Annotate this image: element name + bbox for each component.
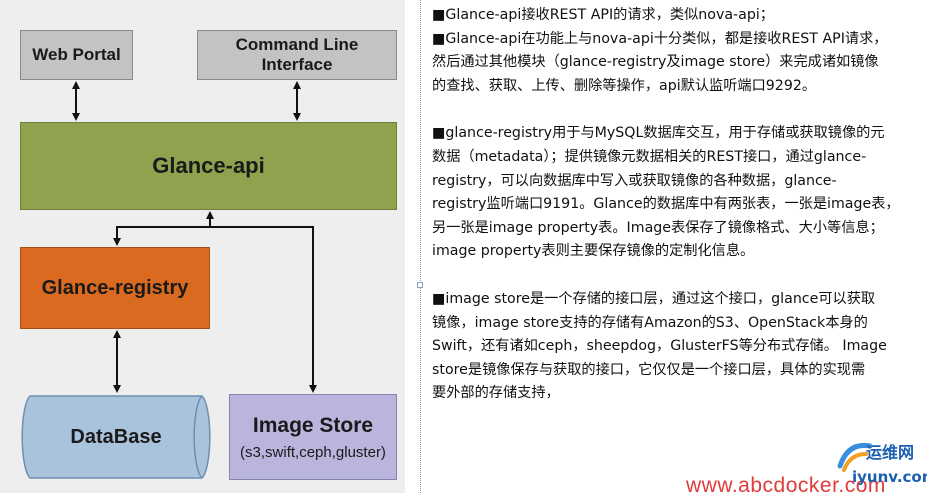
note-line: ■image store是一个存储的接口层，通过这个接口，glance可以获取 [432, 290, 876, 307]
note-line: Swift，还有诸如ceph，sheepdog，GlusterFS等分布式存储。… [432, 338, 887, 355]
watermark-site: www.abcdocker.com [686, 474, 886, 497]
image-store-backends: (s3,swift,ceph,gluster) [240, 443, 386, 461]
note-line: image property表则主要保存镜像的定制化信息。 [432, 243, 755, 260]
note-line: 然后通过其他模块（glance-registry及image store）来完成… [432, 54, 879, 71]
panel-divider [420, 0, 421, 493]
note-line: ■glance-registry用于与MySQL数据库交互，用于存储或获取镜像的… [432, 125, 885, 142]
note-line: store是镜像保存与获取的接口，它仅仅是一个接口层，具体的实现需 [432, 361, 866, 378]
watermark-logo: 运维网 iyunv.com [837, 442, 927, 486]
notes-text: ■Glance-api接收REST API的请求，类似nova-api； ■Gl… [432, 4, 924, 406]
note-line: registry监听端口9191。Glance的数据库中有两张表，一张是imag… [432, 196, 900, 213]
arrow-api-registry [113, 211, 214, 246]
glance-api-box: Glance-api [20, 122, 397, 210]
database-label: DataBase [70, 425, 162, 448]
architecture-diagram: Web Portal Command Line Interface Glance… [0, 0, 405, 493]
watermark-logo-cn: 运维网 [866, 443, 914, 462]
image-store-title: Image Store [252, 413, 374, 437]
web-portal-box: Web Portal [20, 30, 133, 80]
arrow-api-imagestore [210, 226, 317, 393]
watermark-logo-url: iyunv.com [852, 468, 927, 486]
note-line: 的查找、获取、上传、删除等操作，api默认监听端口9292。 [432, 77, 817, 94]
note-line: ■Glance-api在功能上与nova-api十分类似，都是接收REST AP… [432, 30, 888, 47]
note-line: registry，可以向数据库中写入或获取镜像的各种数据，glance- [432, 172, 837, 189]
note-glance-api-summary: ■Glance-api接收REST API的请求，类似nova-api； [432, 7, 774, 23]
cli-box: Command Line Interface [197, 30, 397, 80]
glance-registry-box: Glance-registry [20, 247, 210, 329]
note-line: 另一张是image property表。Image表保存了镜像格式、大小等信息； [432, 219, 884, 236]
divider-handle[interactable] [417, 282, 423, 288]
note-line: 数据（metadata）；提供镜像元数据相关的REST接口，通过glance- [432, 148, 867, 165]
note-line: 要外部的存储支持， [432, 385, 560, 402]
image-store-box: Image Store (s3,swift,ceph,gluster) [229, 394, 397, 480]
note-line: 镜像，image store支持的存储有Amazon的S3、OpenStack本… [432, 314, 868, 331]
connector-arrows [72, 81, 317, 393]
database-cylinder [21, 395, 211, 479]
